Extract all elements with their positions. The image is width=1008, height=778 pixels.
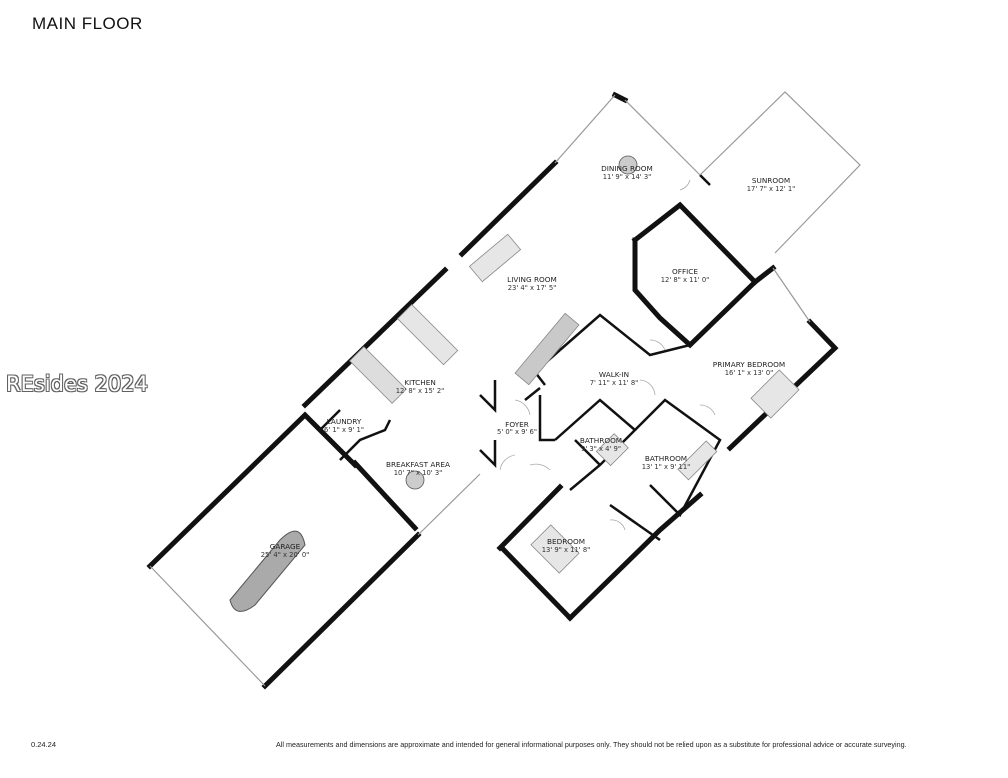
watermark: REsides 2024 — [6, 372, 148, 396]
room-name-sunroom: SUNROOM — [752, 176, 790, 185]
room-name-primary-bedroom: PRIMARY BEDROOM — [713, 360, 785, 369]
room-name-dining: DINING ROOM — [601, 164, 653, 173]
room-dims-primary-bedroom: 16' 1" x 13' 0" — [725, 369, 774, 377]
room-name-bathroom-2: BATHROOM — [645, 454, 687, 463]
room-dims-dining: 11' 9" x 14' 3" — [603, 173, 652, 181]
room-name-bathroom-1: BATHROOM — [580, 436, 622, 445]
room-dims-bathroom-1: 9' 3" x 4' 9" — [581, 445, 621, 453]
room-dims-sunroom: 17' 7" x 12' 1" — [747, 185, 796, 193]
dining-table — [405, 155, 638, 490]
disclaimer-text: All measurements and dimensions are appr… — [276, 740, 907, 749]
interior-walls — [319, 174, 722, 542]
room-dims-kitchen: 12' 8" x 15' 2" — [396, 387, 445, 395]
room-dims-bathroom-2: 13' 1" x 9' 11" — [642, 463, 691, 471]
room-name-laundry: LAUNDRY — [327, 417, 362, 426]
room-dims-garage: 25' 4" x 20' 0" — [261, 551, 310, 559]
room-name-bedroom: BEDROOM — [547, 537, 585, 546]
room-dims-living: 23' 4" x 17' 5" — [508, 284, 557, 292]
room-name-kitchen: KITCHEN — [404, 378, 436, 387]
exterior-walls — [146, 91, 839, 690]
room-name-foyer: FOYER — [505, 420, 529, 429]
room-dims-breakfast: 10' 7" x 10' 3" — [394, 469, 443, 477]
glass-walls — [149, 91, 861, 687]
door-swings — [499, 179, 716, 531]
furniture — [349, 233, 800, 574]
floor-title: MAIN FLOOR — [32, 14, 143, 33]
room-dims-laundry: 6' 1" x 9' 1" — [324, 426, 364, 434]
room-name-walkin: WALK-IN — [599, 370, 629, 379]
version-label: 0.24.24 — [31, 740, 57, 749]
room-name-office: OFFICE — [672, 267, 698, 276]
room-name-breakfast: BREAKFAST AREA — [386, 460, 450, 469]
room-dims-office: 12' 8" x 11' 0" — [661, 276, 710, 284]
room-name-living: LIVING ROOM — [507, 275, 557, 284]
room-name-garage: GARAGE — [270, 542, 301, 551]
room-dims-bedroom: 13' 9" x 11' 8" — [542, 546, 591, 554]
room-dims-walkin: 7' 11" x 11' 8" — [590, 379, 639, 387]
car-icon — [229, 530, 306, 612]
room-dims-foyer: 5' 0" x 9' 6" — [497, 428, 537, 436]
